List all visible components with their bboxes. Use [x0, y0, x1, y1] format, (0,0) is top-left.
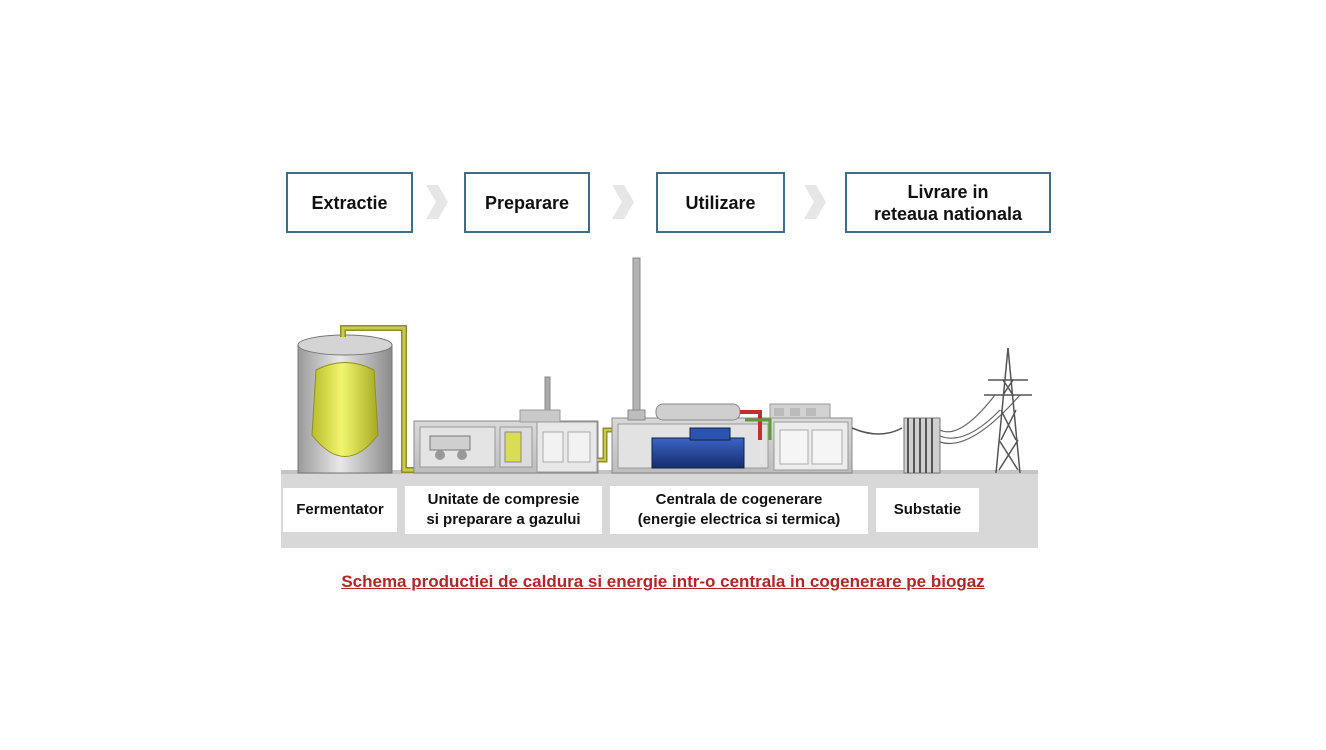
transformer: [903, 417, 941, 474]
chevron-right-icon: [612, 185, 634, 219]
power-cable: [851, 427, 903, 435]
chevron-right-icon: [426, 185, 448, 219]
step-utilizare: Utilizare: [656, 172, 785, 233]
step-extractie: Extractie: [286, 172, 413, 233]
engine: [651, 437, 745, 469]
step-preparare: Preparare: [464, 172, 590, 233]
diagram-caption: Schema productiei de caldura si energie …: [341, 572, 985, 591]
transmission-tower-icon: [984, 347, 1032, 474]
chevron-right-icon: [804, 185, 826, 219]
compression-unit: [413, 376, 599, 474]
step-livrare: Livrare in reteaua nationala: [845, 172, 1051, 233]
label-cogeneration-plant: Centrala de cogenerare (energie electric…: [610, 486, 868, 534]
cogeneration-unit: [611, 257, 853, 474]
label-substation: Substatie: [876, 488, 979, 532]
fermentator-tank: [297, 334, 393, 474]
label-compression-unit: Unitate de compresie si preparare a gazu…: [405, 486, 602, 534]
label-fermentator: Fermentator: [283, 488, 397, 532]
